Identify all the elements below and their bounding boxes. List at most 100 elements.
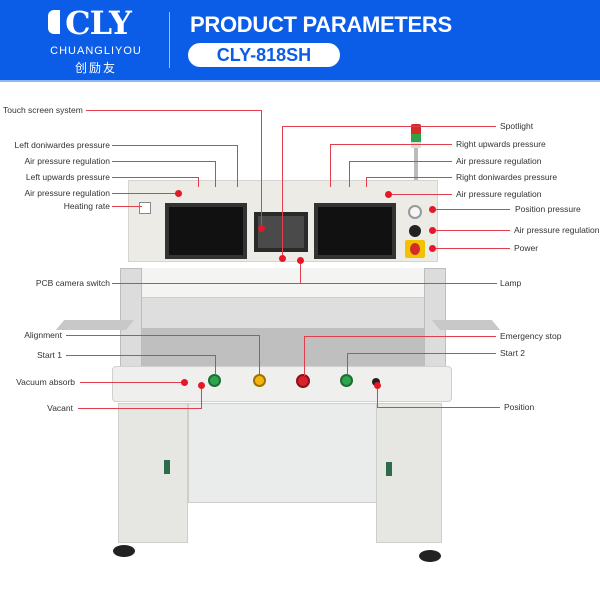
callout-lamp: Lamp [500, 278, 522, 288]
signal-tower-green [411, 134, 421, 142]
callout-right-downwards-pressure: Right doniwardes pressure [456, 172, 558, 182]
callout-power: Power [514, 243, 539, 253]
right-monitor [314, 203, 396, 259]
callout-heating-rate: Heating rate [63, 201, 110, 211]
callout-vacuum-absorb: Vacuum absorb [16, 377, 75, 387]
callout-dot [429, 206, 436, 213]
callout-spotlight: Spotlight [500, 121, 534, 131]
alignment-button[interactable] [253, 374, 266, 387]
callout-line [366, 177, 367, 187]
callout-line [261, 110, 262, 225]
callout-air-pressure-regulation-3: Air pressure regulation [456, 156, 542, 166]
callout-dot [297, 257, 304, 264]
header-underline [0, 80, 600, 82]
callout-line [304, 336, 496, 337]
callout-line [300, 262, 301, 284]
callout-line [282, 126, 496, 127]
callout-air-pressure-regulation-1: Air pressure regulation [24, 156, 110, 166]
callout-line [432, 248, 510, 249]
bonding-area [142, 298, 424, 328]
model-badge: CLY-818SH [188, 43, 340, 67]
callout-line [112, 145, 238, 146]
callout-left-downwards-pressure: Left doniwardes pressure [14, 140, 110, 150]
right-tray [431, 320, 501, 330]
callout-line [66, 335, 260, 336]
callout-line [112, 193, 178, 194]
heating-rate-knob[interactable] [139, 202, 151, 214]
callout-line [215, 161, 216, 187]
callout-start-2: Start 2 [500, 348, 526, 358]
callout-line [347, 353, 348, 375]
callout-line [282, 126, 283, 258]
pressure-gauge-icon [408, 205, 422, 219]
brand-name: CHUANGLIYOU [50, 45, 142, 57]
callout-line [377, 385, 378, 407]
callout-air-pressure-regulation-2: Air pressure regulation [24, 188, 110, 198]
callout-line [112, 206, 142, 207]
start-2-button[interactable] [340, 374, 353, 387]
callout-dot [181, 379, 188, 386]
callout-dot [374, 382, 381, 389]
touch-screen[interactable] [254, 212, 308, 252]
left-cabinet-lock[interactable] [164, 460, 170, 474]
callout-line [330, 144, 452, 145]
callout-position-pressure: Position pressure [515, 204, 581, 214]
callout-dot [198, 382, 205, 389]
callout-line [330, 144, 331, 187]
callout-line [349, 161, 452, 162]
callout-air-pressure-regulation-5: Air pressure regulation [514, 225, 600, 235]
callout-line [388, 194, 452, 195]
callout-touch-screen-system: Touch screen system [3, 105, 83, 115]
callout-dot [429, 245, 436, 252]
callout-line [237, 145, 238, 187]
front-console [112, 366, 452, 402]
callout-line [377, 407, 500, 408]
callout-line [432, 230, 510, 231]
callout-line [112, 177, 199, 178]
right-cabinet-lock[interactable] [386, 462, 392, 476]
callout-line [259, 335, 260, 375]
left-cabinet [118, 403, 188, 543]
callout-right-upwards-pressure: Right upwards pressure [456, 139, 546, 149]
callout-emergency-stop: Emergency stop [500, 331, 562, 341]
callout-line [366, 177, 452, 178]
left-caster [113, 545, 135, 557]
callout-dot [175, 190, 182, 197]
callout-line [304, 336, 305, 376]
start-1-button[interactable] [208, 374, 221, 387]
callout-line [66, 355, 216, 356]
callout-line [112, 283, 497, 284]
emergency-stop-button[interactable] [296, 374, 310, 388]
callout-line [112, 161, 216, 162]
left-tray [55, 320, 135, 330]
page-title: PRODUCT PARAMETERS [190, 12, 452, 37]
right-caster [419, 550, 441, 562]
callout-alignment: Alignment [24, 330, 62, 340]
callout-line [86, 110, 262, 111]
callout-line [432, 209, 510, 210]
callout-pcb-camera-switch: PCB camera switch [35, 278, 110, 288]
callout-line [215, 355, 216, 375]
brand-logo: CLY [65, 4, 132, 42]
callout-air-pressure-regulation-4: Air pressure regulation [456, 189, 542, 199]
callout-line [198, 177, 199, 187]
callout-line [347, 353, 496, 354]
callout-dot [279, 255, 286, 262]
signal-tower-pole [414, 148, 418, 180]
callout-line [78, 408, 202, 409]
callout-line [80, 382, 184, 383]
cabinet-middle [188, 403, 378, 503]
callout-dot [385, 191, 392, 198]
callout-left-upwards-pressure: Left upwards pressure [25, 172, 110, 182]
header-banner: CLY CHUANGLIYOU 创励友 PRODUCT PARAMETERS C… [0, 0, 600, 80]
callout-dot [429, 227, 436, 234]
callout-line [201, 385, 202, 408]
callout-dot [258, 225, 265, 232]
regulator-knob[interactable] [409, 225, 421, 237]
power-switch-handle [410, 243, 420, 255]
signal-tower-base [411, 142, 421, 148]
callout-position: Position [504, 402, 535, 412]
signal-tower-red [411, 124, 421, 134]
header-divider [169, 12, 170, 68]
callout-start-1: Start 1 [36, 350, 62, 360]
